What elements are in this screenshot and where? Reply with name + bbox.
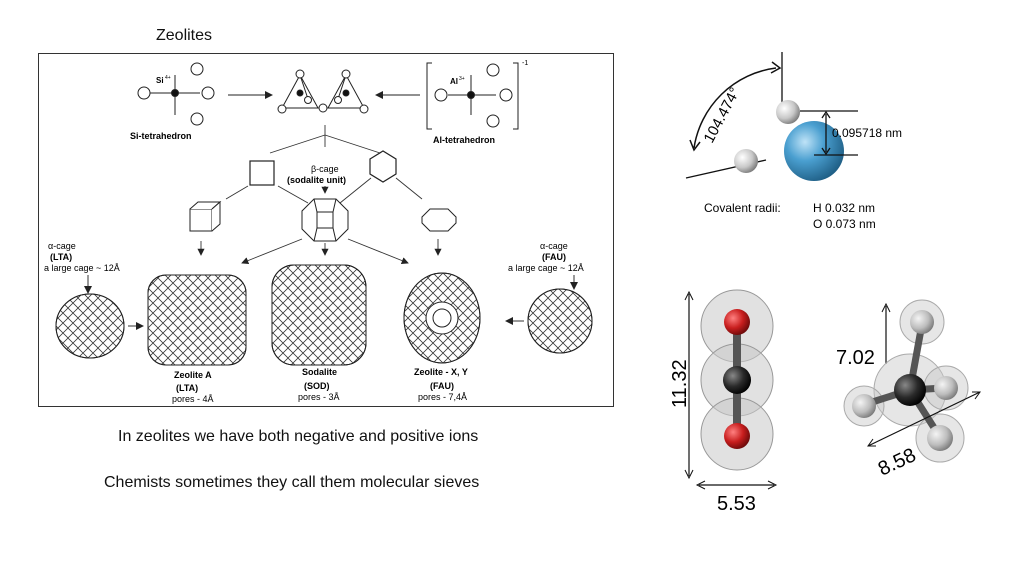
o-radius: O 0.073 nm <box>813 217 876 231</box>
alpha-cage-fau-drawing <box>527 288 593 354</box>
zeolite-xy-label: Zeolite - X, Y <box>414 367 468 377</box>
zeolite-xy-code: (FAU) <box>430 381 454 391</box>
co2-oxygen-top <box>724 309 750 335</box>
co2-length: 11.32 <box>669 359 691 408</box>
caption-sieves: Chemists sometimes they call them molecu… <box>104 474 480 491</box>
methane-molecule-figure: 7.02 8.58 <box>836 299 981 481</box>
alpha-cage-right: α-cage <box>540 241 568 251</box>
co2-molecule-figure: 11.32 5.53 <box>669 289 778 515</box>
co2-carbon <box>723 366 751 394</box>
hydrogen-atom-top <box>776 100 800 124</box>
zeolite-diagram: Si 4+ Si-tetrahedron Al 3+ -1 Al-tetrahe… <box>38 53 614 407</box>
oxygen-atom <box>784 121 844 181</box>
cube-unit <box>189 200 222 232</box>
zeolite-a-code: (LTA) <box>176 383 198 393</box>
si-charge: 4+ <box>165 75 171 81</box>
hydrogen-atom-left <box>734 149 758 173</box>
large-cage-right: a large cage ~ 12Å <box>508 263 584 273</box>
tetrahedra-pair <box>277 69 369 114</box>
sodalite-pores: pores - 3Å <box>298 392 340 402</box>
hexagon-ring <box>369 150 397 183</box>
methane-width: 8.58 <box>875 444 920 480</box>
h-radius: H 0.032 nm <box>813 201 875 215</box>
al-tetrahedron <box>426 62 519 130</box>
methane-carbon <box>894 374 926 406</box>
methane-height: 7.02 <box>836 347 875 369</box>
water-bond-length: 0.095718 nm <box>832 126 902 140</box>
slide-title: Zeolites <box>156 27 213 44</box>
si-tetrahedron <box>137 62 215 126</box>
sodalite-code: (SOD) <box>304 381 330 391</box>
sodalite-cage-unit <box>301 198 349 242</box>
al-charge: 3+ <box>459 76 465 82</box>
co2-oxygen-bottom <box>724 423 750 449</box>
si-ion: Si <box>156 76 164 85</box>
large-cage-left: a large cage ~ 12Å <box>44 263 120 273</box>
sodalite-framework <box>271 264 367 366</box>
angle-arc <box>693 67 777 149</box>
sodalite-unit-label: (sodalite unit) <box>287 175 346 185</box>
co2-width: 5.53 <box>717 493 756 515</box>
zeolite-a-label: Zeolite A <box>174 370 212 380</box>
al-ion: Al <box>450 77 458 86</box>
water-molecule-figure: 104.474° 0.095718 nm Covalent radii: H 0… <box>685 52 902 231</box>
lta-left: (LTA) <box>50 252 72 262</box>
al-label: Al-tetrahedron <box>433 135 495 145</box>
zeolite-a-pores: pores - 4Å <box>172 394 214 404</box>
zeolite-xy-pores: pores - 7,4Å <box>418 392 467 402</box>
square-ring <box>249 160 275 186</box>
bracket-charge: -1 <box>522 60 528 67</box>
beta-cage-label: β-cage <box>311 164 339 174</box>
fau-right: (FAU) <box>542 252 566 262</box>
zeolite-a-framework <box>147 274 247 366</box>
caption-ions: In zeolites we have both negative and po… <box>118 428 479 445</box>
alpha-cage-left: α-cage <box>48 241 76 251</box>
sodalite-label: Sodalite <box>302 367 337 377</box>
si-label: Si-tetrahedron <box>130 131 192 141</box>
zeolite-xy-framework <box>403 272 481 364</box>
hex-prism-unit <box>421 208 457 232</box>
covalent-radii-label: Covalent radii: <box>704 201 781 215</box>
alpha-cage-lta-drawing <box>55 293 125 359</box>
